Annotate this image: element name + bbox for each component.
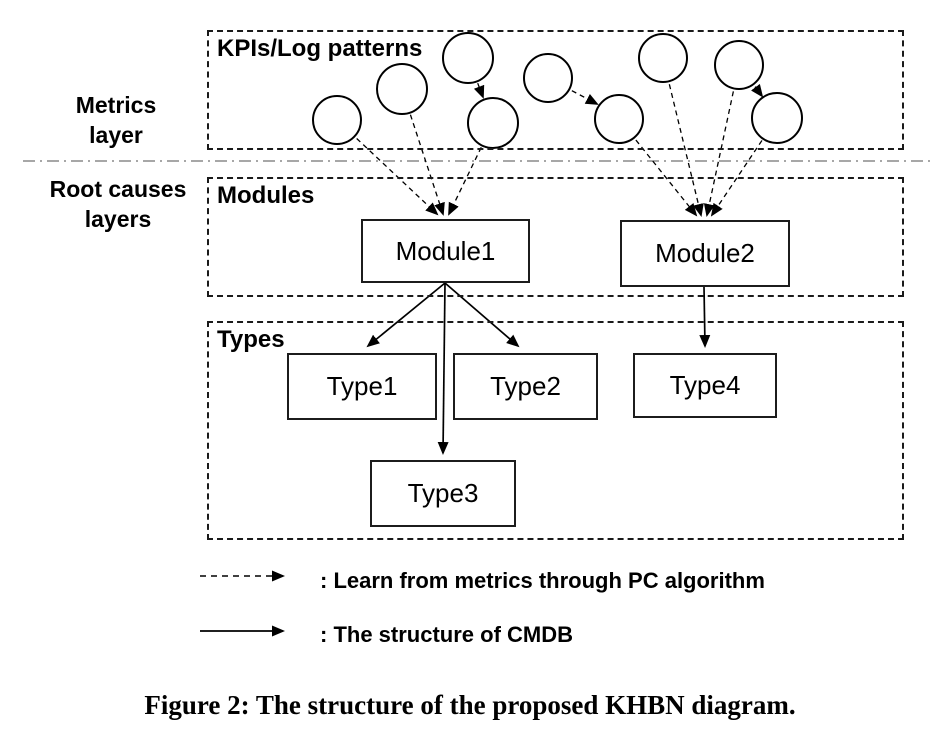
type3-node: Type3 [370, 460, 516, 527]
type4-label: Type4 [669, 370, 741, 400]
kpi-node-circle-9 [751, 92, 803, 144]
pc-edge-c8-module2 [703, 64, 740, 217]
modules-label: Modules [217, 182, 315, 209]
kpi-node-circle-1 [312, 95, 362, 145]
module1-label: Module1 [395, 235, 496, 266]
metrics-layer-label-line1: Metrics [75, 92, 157, 118]
kpis-log-patterns-label: KPIs/Log patterns [217, 35, 423, 62]
module1-node: Module1 [361, 219, 530, 283]
root-causes-label-line2: layers [84, 206, 152, 232]
module2-node: Module2 [620, 220, 790, 287]
type2-node: Type2 [453, 353, 598, 420]
pc-edge-c4-module1 [448, 122, 494, 216]
types-group-box: Types [207, 321, 904, 540]
modules-group-box: Modules [207, 177, 904, 297]
figure-caption: Figure 2: The structure of the proposed … [144, 690, 796, 720]
metrics-layer-label: Metrics layer [40, 90, 192, 150]
kpi-node-circle-8 [714, 40, 764, 90]
legend-solid-text: : The structure of CMDB [320, 622, 573, 647]
module2-label: Module2 [655, 238, 755, 268]
cmdb-edge-module1-type1 [366, 282, 446, 348]
type2-label: Type2 [490, 371, 561, 401]
kpi-node-circle-5 [523, 53, 573, 103]
type4-node: Type4 [633, 353, 777, 418]
root-causes-layers-label: Root causes layers [25, 174, 211, 234]
types-label: Types [217, 326, 285, 353]
metrics-group-box: KPIs/Log patterns [207, 30, 904, 150]
kpi-node-circle-7 [638, 33, 688, 83]
kpi-node-circle-6 [594, 94, 644, 144]
kpi-node-circle-3 [442, 32, 494, 84]
type1-node: Type1 [287, 353, 437, 420]
legend-dashed-text: : Learn from metrics through PC algorith… [320, 568, 765, 593]
cmdb-edge-module1-type2 [444, 282, 520, 348]
cmdb-edge-module1-type3 [437, 282, 449, 455]
root-causes-label-line1: Root causes [49, 176, 187, 202]
kpi-node-circle-2 [376, 63, 428, 115]
type3-label: Type3 [407, 478, 479, 508]
metrics-layer-label-line2: layer [89, 122, 143, 148]
type1-label: Type1 [326, 371, 398, 401]
